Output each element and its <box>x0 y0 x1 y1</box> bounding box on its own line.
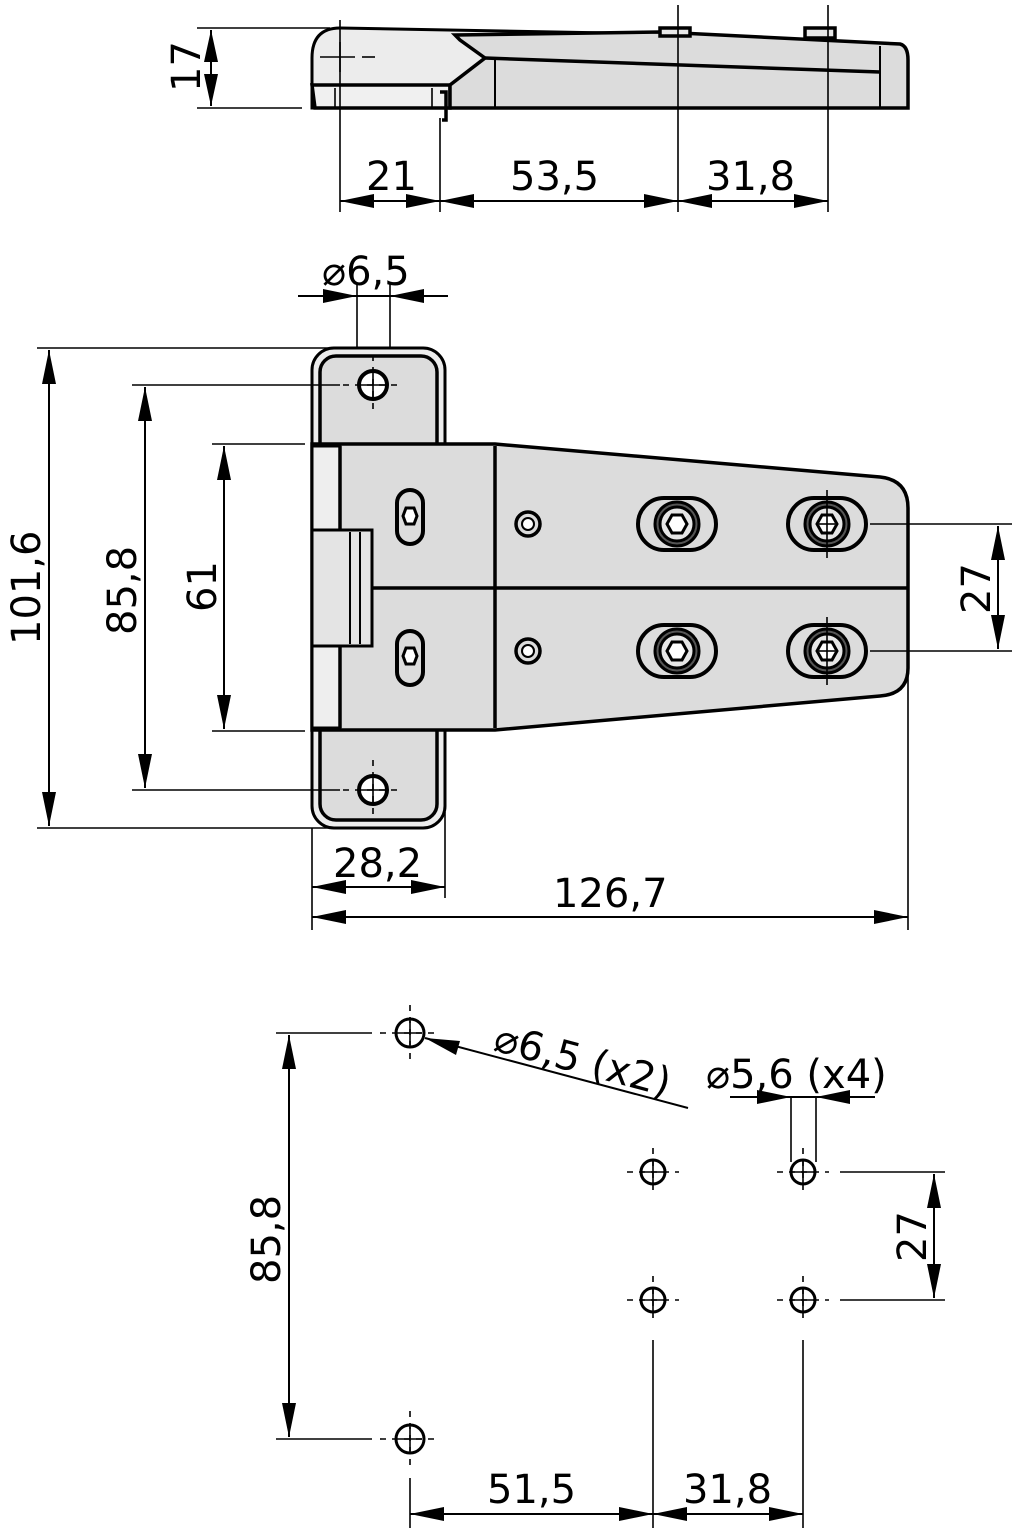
hole-spacing-label: 85,8 <box>100 546 146 635</box>
side-dim-31-8: 31,8 <box>706 154 795 200</box>
pattern-vertical-spacing-label: 85,8 <box>244 1195 290 1284</box>
side-dim-53-5: 53,5 <box>510 154 599 200</box>
front-view: ⌀6,5 <box>4 249 1012 930</box>
body-height-label: 61 <box>180 561 226 612</box>
small-holes-label: ⌀5,6 (x4) <box>706 1052 887 1098</box>
leaf-width-label: 28,2 <box>333 841 422 887</box>
side-dim-21: 21 <box>366 154 417 200</box>
pattern-horizontal-1-label: 51,5 <box>487 1467 576 1513</box>
side-height-label: 17 <box>164 41 210 92</box>
pattern-small-spacing-label: 27 <box>890 1211 936 1262</box>
overall-width-label: 126,7 <box>553 871 668 917</box>
large-hole-bottom <box>380 1411 440 1467</box>
hole-pattern-view: ⌀6,5 (x2) ⌀5,6 (x4) 85,8 27 51,5 31,8 <box>244 1005 945 1528</box>
screw-group <box>636 490 868 685</box>
large-hole-top <box>380 1005 440 1061</box>
side-view: 17 21 53,5 31,8 <box>164 5 910 212</box>
screw-spacing-label: 27 <box>954 563 1000 614</box>
pattern-horizontal-2-label: 31,8 <box>683 1467 772 1513</box>
front-hole-diameter-label: ⌀6,5 <box>322 249 410 295</box>
small-holes <box>627 1148 829 1324</box>
overall-height-label: 101,6 <box>4 530 50 645</box>
large-holes-label: ⌀6,5 (x2) <box>489 1015 675 1106</box>
